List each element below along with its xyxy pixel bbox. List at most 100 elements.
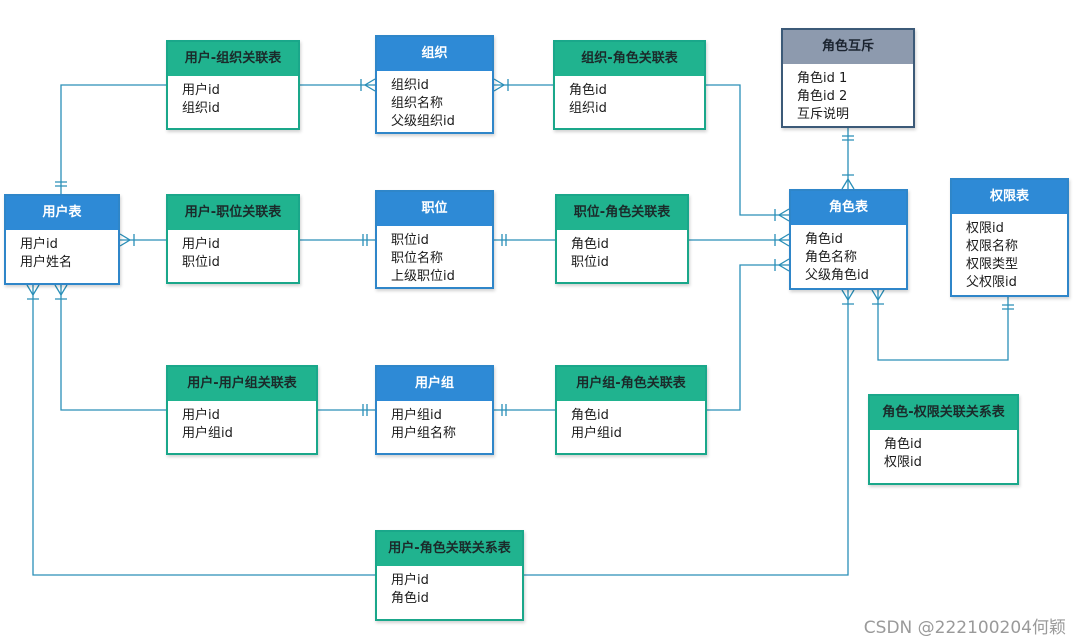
entity-title: 角色-权限关联关系表 <box>870 396 1017 430</box>
entity-role-permission: 角色-权限关联关系表 角色id 权限id <box>868 394 1019 485</box>
user-role-to-role <box>524 290 849 576</box>
field: 用户组id <box>571 426 622 441</box>
field: 权限类型 <box>966 257 1019 272</box>
field: 组织id <box>182 101 220 116</box>
one-marker <box>55 181 67 187</box>
entity-title: 组织 <box>377 37 492 71</box>
many-marker <box>360 78 376 92</box>
entity-permission: 权限表 权限id 权限名称 权限类型 父权限id <box>950 178 1069 297</box>
many-marker <box>841 289 855 305</box>
entity-user-org: 用户-组织关联表 用户id 组织id <box>166 40 300 130</box>
entity-fields: 用户id 用户姓名 <box>6 230 118 272</box>
entity-title: 用户组 <box>377 367 492 401</box>
entity-title: 角色表 <box>791 191 906 225</box>
user-to-user-role <box>32 285 375 576</box>
many-marker <box>119 233 135 247</box>
entity-fields: 角色id 组织id <box>555 76 704 118</box>
field: 角色id <box>571 237 609 252</box>
field: 用户组id <box>182 426 233 441</box>
many-marker <box>841 174 855 190</box>
field: 组织id <box>569 101 607 116</box>
field: 职位id <box>182 255 220 270</box>
entity-fields: 用户id 组织id <box>168 76 298 118</box>
field: 角色id <box>569 83 607 98</box>
entity-title: 用户表 <box>6 196 118 230</box>
field: 角色id <box>391 591 429 606</box>
entity-fields: 用户组id 用户组名称 <box>377 401 492 443</box>
entity-title: 职位-角色关联表 <box>557 196 687 230</box>
many-marker <box>774 208 790 222</box>
field: 用户id <box>182 83 220 98</box>
field: 父权限id <box>966 275 1017 290</box>
field: 用户组id <box>391 408 442 423</box>
entity-fields: 用户id 职位id <box>168 230 298 272</box>
entity-fields: 角色id 用户组id <box>557 401 705 443</box>
org-role-to-role <box>706 84 789 216</box>
field: 用户id <box>391 573 429 588</box>
one-marker <box>362 234 368 246</box>
field: 权限id <box>966 221 1004 236</box>
many-marker <box>26 284 40 300</box>
entity-fields: 角色id 角色名称 父级角色id <box>791 225 906 285</box>
entity-fields: 职位id 职位名称 上级职位id <box>377 226 492 286</box>
field: 权限id <box>884 455 922 470</box>
entity-fields: 用户id 角色id <box>377 566 522 608</box>
entity-role-mutex: 角色互斥 角色id 1 角色id 2 互斥说明 <box>781 28 915 128</box>
field: 用户id <box>182 237 220 252</box>
field: 角色id <box>805 232 843 247</box>
field: 权限名称 <box>966 239 1019 254</box>
one-marker <box>842 135 854 141</box>
field: 职位名称 <box>391 251 444 266</box>
field: 组织id <box>391 78 429 93</box>
many-marker <box>493 78 509 92</box>
entity-title: 用户-角色关联关系表 <box>377 532 522 566</box>
entity-fields: 权限id 权限名称 权限类型 父权限id <box>952 214 1067 292</box>
entity-fields: 角色id 1 角色id 2 互斥说明 <box>783 64 913 124</box>
many-marker <box>54 284 68 300</box>
entity-user-role: 用户-角色关联关系表 用户id 角色id <box>375 530 524 621</box>
entity-title: 用户组-角色关联表 <box>557 367 705 401</box>
user-to-user-group-rel <box>60 285 166 411</box>
entity-fields: 角色id 职位id <box>557 230 687 272</box>
field: 角色id 2 <box>797 89 848 104</box>
field: 职位id <box>391 233 429 248</box>
entity-fields: 角色id 权限id <box>870 430 1017 472</box>
many-marker <box>774 233 790 247</box>
entity-title: 用户-组织关联表 <box>168 42 298 76</box>
field: 用户id <box>20 237 58 252</box>
field: 上级职位id <box>391 269 455 284</box>
entity-title: 职位 <box>377 192 492 226</box>
entity-user: 用户表 用户id 用户姓名 <box>4 194 120 285</box>
group-role-to-role <box>707 264 789 411</box>
field: 角色id 1 <box>797 71 848 86</box>
entity-fields: 组织id 组织名称 父级组织id <box>377 71 492 131</box>
field: 职位id <box>571 255 609 270</box>
field: 用户姓名 <box>20 255 73 270</box>
watermark: CSDN @222100204何颖 <box>863 618 1066 638</box>
entity-title: 用户-职位关联表 <box>168 196 298 230</box>
many-marker <box>871 289 885 305</box>
field: 角色id <box>884 437 922 452</box>
field: 用户组名称 <box>391 426 457 441</box>
entity-position-role: 职位-角色关联表 角色id 职位id <box>555 194 689 284</box>
entity-title: 角色互斥 <box>783 30 913 64</box>
many-marker <box>774 258 790 272</box>
entity-user-group-relation: 用户-用户组关联表 用户id 用户组id <box>166 365 318 455</box>
entity-title: 用户-用户组关联表 <box>168 367 316 401</box>
field: 父级组织id <box>391 114 455 129</box>
field: 角色id <box>571 408 609 423</box>
role-to-permission <box>877 290 1009 361</box>
one-marker <box>501 404 507 416</box>
field: 组织名称 <box>391 96 444 111</box>
field: 互斥说明 <box>797 107 850 122</box>
entity-user-position: 用户-职位关联表 用户id 职位id <box>166 194 300 284</box>
entity-fields: 用户id 用户组id <box>168 401 316 443</box>
field: 角色名称 <box>805 250 858 265</box>
one-marker <box>362 404 368 416</box>
entity-position: 职位 职位id 职位名称 上级职位id <box>375 190 494 289</box>
entity-user-group: 用户组 用户组id 用户组名称 <box>375 365 494 455</box>
user-to-user-org <box>60 84 166 194</box>
entity-org-role: 组织-角色关联表 角色id 组织id <box>553 40 706 130</box>
